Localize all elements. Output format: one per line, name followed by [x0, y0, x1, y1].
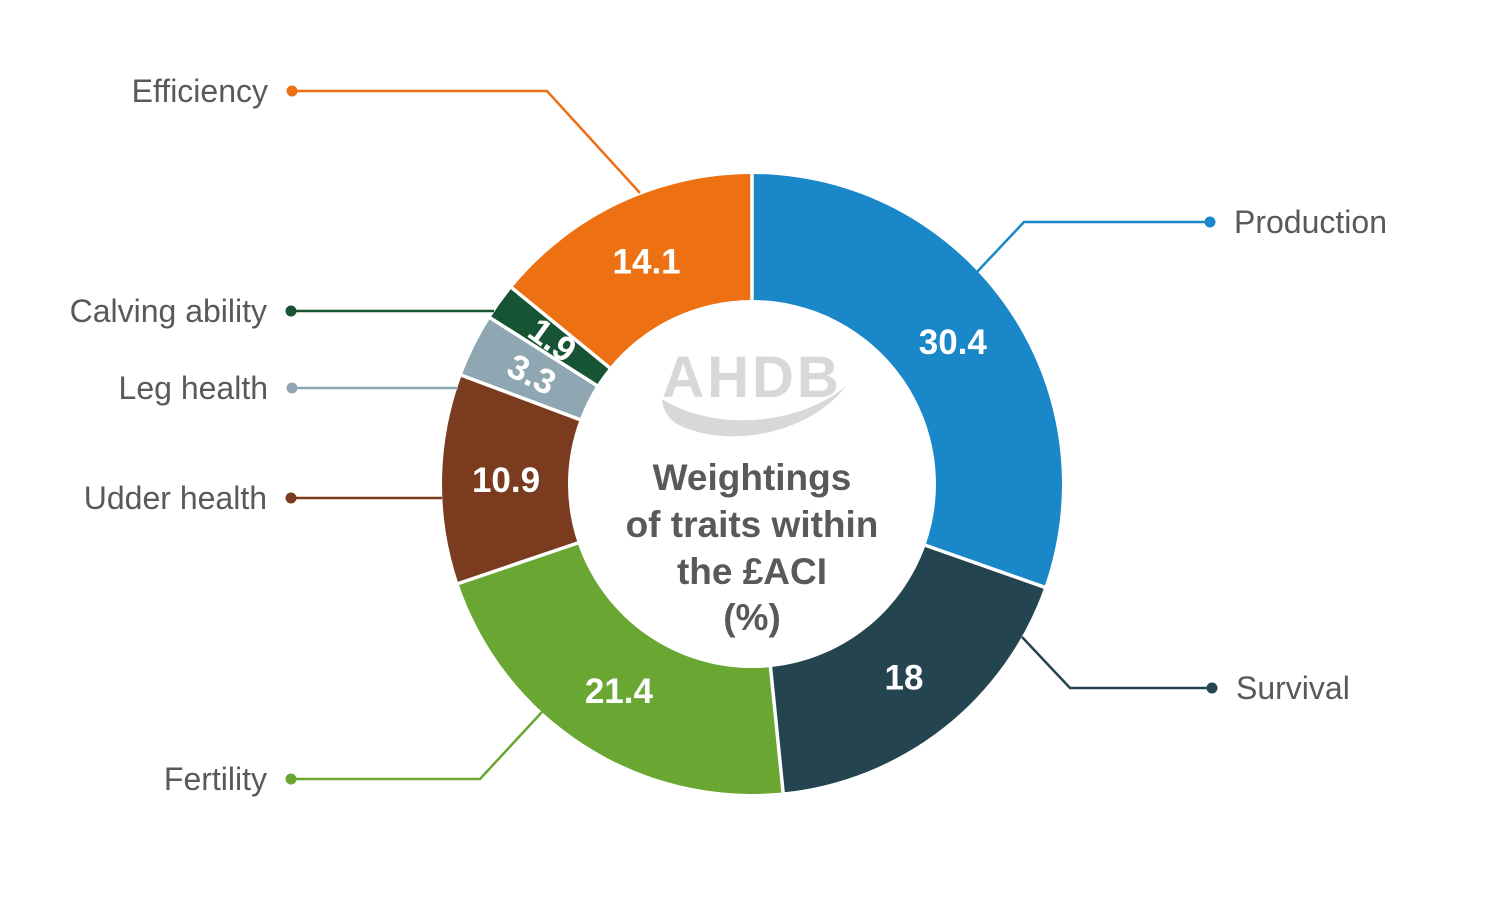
ahdb-watermark-logo: AHDB: [662, 345, 842, 410]
callout-leg-health: Leg health: [119, 370, 458, 406]
center-title-line-3: the £ACI: [677, 551, 827, 592]
donut-segments: [442, 174, 1062, 794]
callout-efficiency: Efficiency: [132, 73, 641, 194]
divider: [459, 372, 583, 422]
segment-calving-ability: [490, 287, 610, 386]
leader-dot: [285, 773, 297, 785]
divider: [509, 285, 613, 371]
value-survival: 18: [885, 658, 924, 697]
segment-label: Calving ability: [70, 293, 267, 329]
divider: [768, 664, 786, 795]
leader-dot: [286, 382, 298, 394]
leader-dot: [1204, 216, 1216, 228]
segment-dividers: [455, 172, 1047, 795]
segment-fertility: [458, 543, 784, 794]
segment-leg-health: [461, 317, 597, 420]
callout-production: Production: [975, 204, 1387, 274]
segment-label: Production: [1234, 204, 1387, 240]
segment-efficiency: [511, 174, 752, 368]
center-title-line-1: Weightings: [653, 457, 852, 498]
leader-line: [297, 89, 641, 194]
ahdb-logo-swoosh-icon: [662, 386, 846, 437]
segment-survival: [770, 545, 1045, 793]
value-production: 30.4: [919, 323, 988, 362]
callout-fertility: Fertility: [164, 711, 543, 797]
callout-udder-health: Udder health: [84, 480, 442, 516]
value-udder-health: 10.9: [472, 461, 540, 500]
callout-calving-ability: Calving ability: [70, 293, 494, 329]
segment-label: Efficiency: [132, 73, 268, 109]
segment-udder-health: [442, 375, 580, 584]
divider: [487, 315, 600, 388]
callout-labels: Production Survival Fertility Udder heal…: [70, 73, 1387, 797]
leader-dot: [285, 492, 297, 504]
divider: [455, 540, 581, 586]
value-fertility: 21.4: [585, 672, 654, 711]
callout-survival: Survival: [1021, 636, 1350, 706]
center-title-line-4: (%): [723, 597, 781, 638]
leader-dot: [286, 85, 298, 97]
segment-label: Leg health: [119, 370, 268, 406]
center-title-line-2: of traits within: [626, 504, 879, 545]
segment-label: Udder health: [84, 480, 267, 516]
leader-dot: [285, 305, 297, 317]
segment-label: Survival: [1236, 670, 1350, 706]
leader-line: [975, 220, 1205, 274]
segment-production: [752, 174, 1062, 588]
leader-dot: [1206, 682, 1218, 694]
segment-label: Fertility: [164, 761, 267, 797]
divider: [923, 542, 1047, 590]
leader-line: [296, 711, 543, 781]
value-efficiency: 14.1: [613, 243, 681, 282]
donut-center: AHDB Weightings of traits within the £AC…: [626, 345, 879, 638]
leader-line: [1021, 636, 1207, 690]
